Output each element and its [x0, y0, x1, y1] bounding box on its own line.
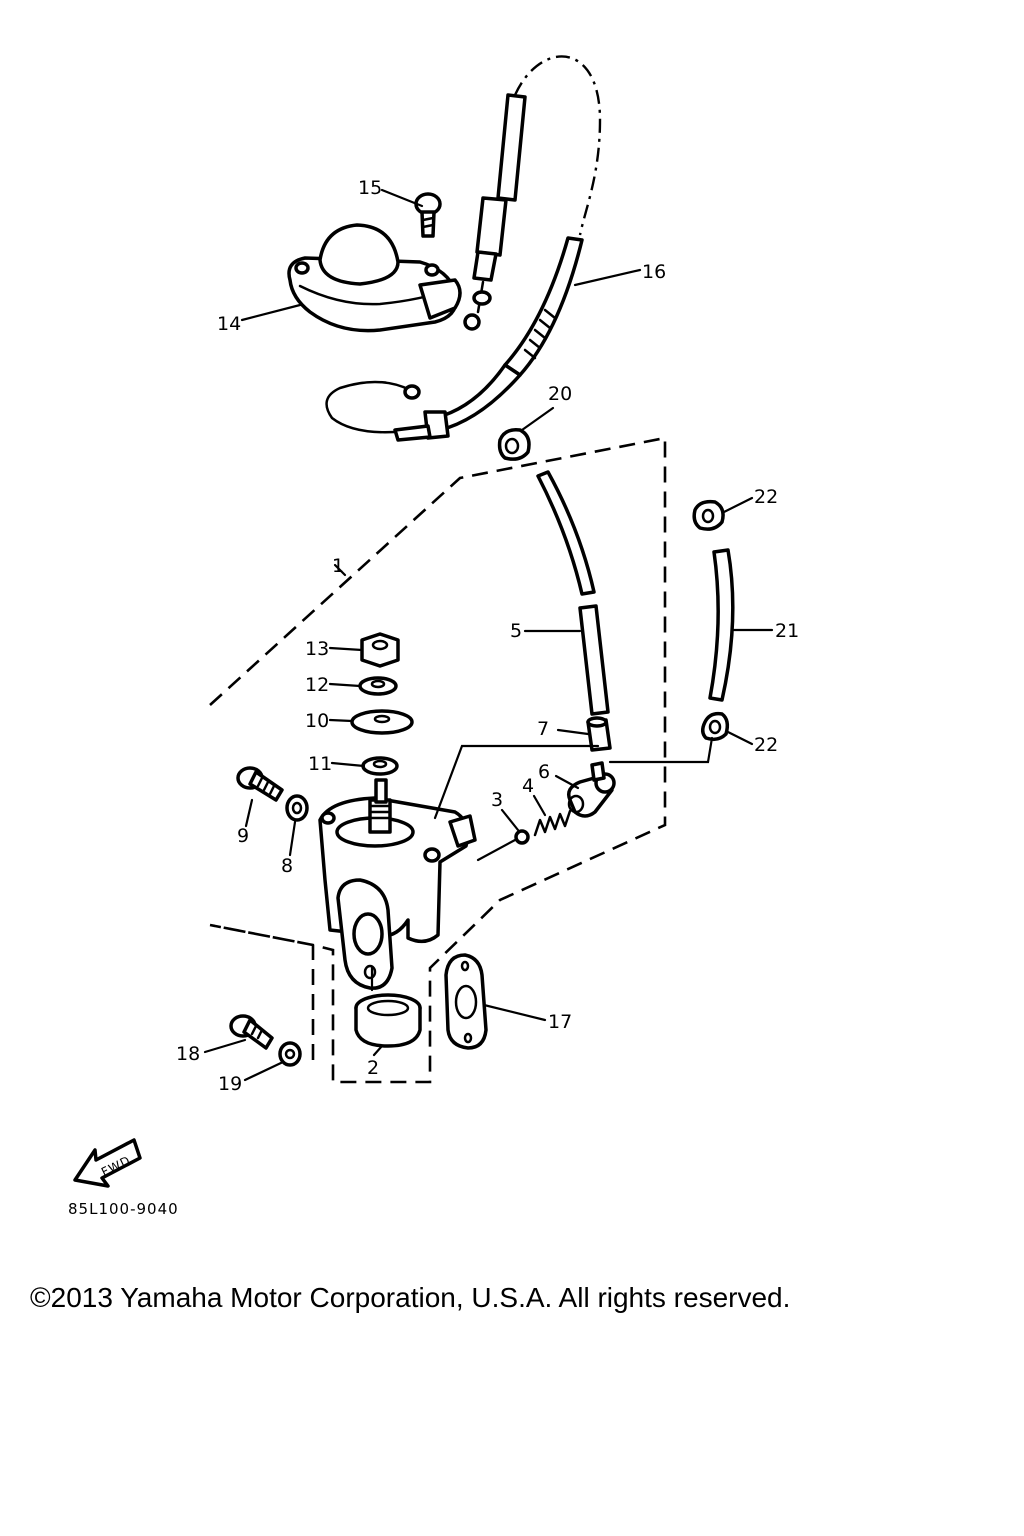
callout-18: 18 — [176, 1043, 200, 1065]
part-17-gasket — [444, 953, 488, 1050]
part-13-nut — [360, 632, 400, 668]
callout-17: 17 — [548, 1011, 572, 1033]
part-5-hose — [536, 470, 610, 716]
callout-15: 15 — [358, 177, 382, 199]
fwd-arrow-icon: FWD — [73, 1138, 142, 1188]
copyright-notice: ©2013 Yamaha Motor Corporation, U.S.A. A… — [30, 1282, 790, 1313]
drawing-code: 85L100-9040 — [68, 1200, 179, 1218]
part-21-hose — [708, 548, 735, 702]
part-10-washer — [350, 709, 414, 735]
callout-6: 6 — [538, 761, 550, 783]
throttle-cable — [463, 55, 602, 331]
part-9-bolt — [236, 766, 284, 802]
callout-1: 1 — [332, 555, 344, 577]
callout-13: 13 — [305, 638, 329, 660]
callout-19: 19 — [218, 1073, 242, 1095]
callout-12: 12 — [305, 674, 329, 696]
callout-20: 20 — [548, 383, 572, 405]
part-2-seal — [354, 993, 422, 1048]
connection-lines — [370, 736, 714, 992]
callout-14: 14 — [217, 313, 241, 335]
part-18-bolt — [229, 1014, 274, 1050]
part-16-oil-hose — [325, 236, 584, 442]
callout-numbers: 15 14 16 20 22 1 5 21 13 12 10 7 22 11 6… — [176, 177, 799, 1095]
part-22-clip-bottom — [701, 711, 730, 742]
assembly-boundary — [209, 436, 667, 1084]
part-14-cover — [287, 223, 462, 333]
part-11-washer — [361, 756, 399, 776]
part-19-washer — [278, 1041, 302, 1067]
part-3-ball — [514, 829, 530, 845]
callout-5: 5 — [510, 620, 522, 642]
part-22-clip-top — [692, 499, 725, 531]
callout-3: 3 — [491, 789, 503, 811]
part-6-elbow — [567, 761, 616, 818]
callout-8: 8 — [281, 855, 293, 877]
callout-2: 2 — [367, 1057, 379, 1079]
callout-10: 10 — [305, 710, 329, 732]
callout-21: 21 — [775, 620, 799, 642]
callout-22-bottom: 22 — [754, 734, 778, 756]
callout-16: 16 — [642, 261, 666, 283]
part-7-sleeve — [586, 716, 612, 752]
leader-lines — [203, 188, 774, 1082]
part-15-screw — [414, 192, 442, 238]
part-4-spring — [533, 809, 572, 837]
callout-9: 9 — [237, 825, 249, 847]
oil-pump-body — [318, 778, 477, 990]
callout-7: 7 — [537, 718, 549, 740]
callout-22-top: 22 — [754, 486, 778, 508]
callout-11: 11 — [308, 753, 332, 775]
part-12-washer — [358, 676, 398, 696]
callout-4: 4 — [522, 775, 534, 797]
part-20-clip — [497, 427, 531, 461]
part-8-washer — [285, 794, 309, 822]
